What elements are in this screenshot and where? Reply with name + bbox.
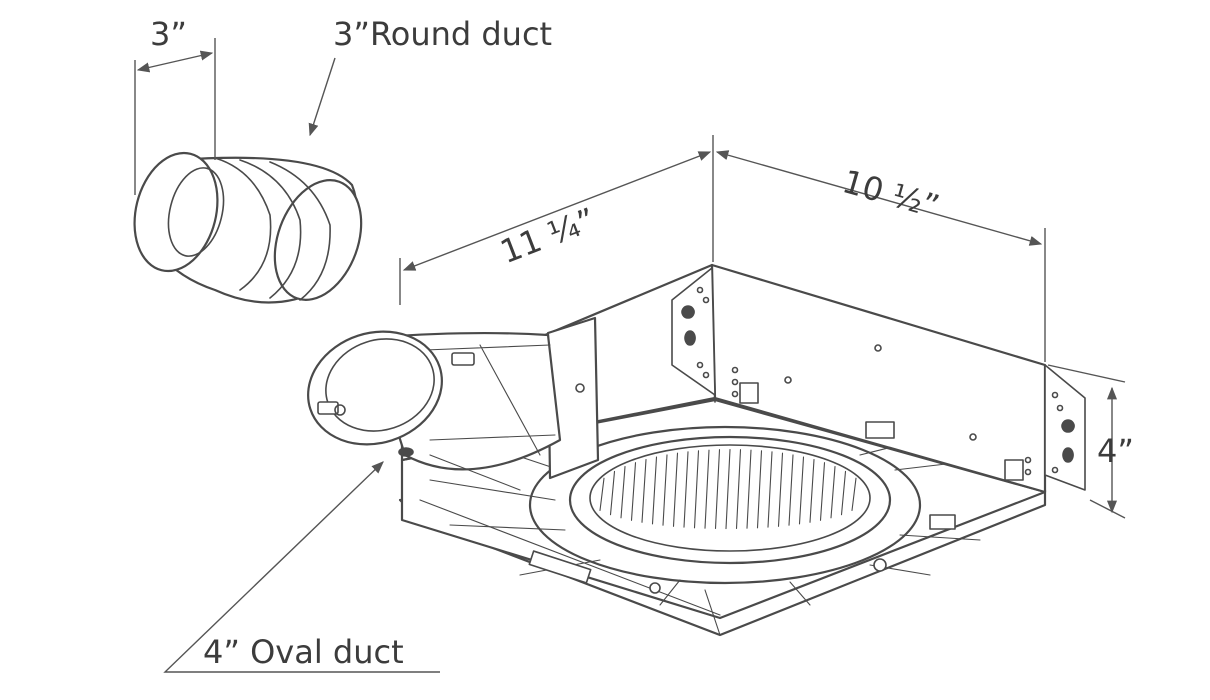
grille-louver xyxy=(599,477,605,512)
grille-louver xyxy=(662,454,668,526)
grille-louver xyxy=(672,452,679,527)
length-label: 11 ¼” xyxy=(495,200,601,271)
grille-louver xyxy=(851,477,857,512)
round-width-label: 3” xyxy=(150,15,187,53)
dimensions xyxy=(134,38,1126,673)
grille-louver xyxy=(704,449,710,529)
grille-louver xyxy=(725,448,731,530)
grille-louver xyxy=(641,459,647,523)
grille-louver xyxy=(620,466,626,519)
grille-louver xyxy=(830,466,836,519)
grille-louver xyxy=(714,449,721,530)
grille-louver xyxy=(809,459,815,523)
round-duct-label: 3”Round duct xyxy=(333,15,552,53)
grille-louver xyxy=(756,450,763,529)
height-label: 4” xyxy=(1097,432,1134,470)
grille-louver xyxy=(788,454,794,526)
grille-louver xyxy=(798,456,805,525)
oval-duct-collar xyxy=(307,316,600,491)
grille-louver xyxy=(683,451,689,528)
grille-louver xyxy=(767,451,773,528)
round-duct xyxy=(133,151,363,304)
grille-louver xyxy=(693,450,700,529)
grille-louver xyxy=(651,456,658,525)
grille-louver xyxy=(609,470,616,516)
grille-louver xyxy=(746,449,752,529)
grille-louver xyxy=(735,449,742,530)
oval-duct-label: 4” Oval duct xyxy=(203,633,404,671)
grille-louver xyxy=(819,462,826,521)
grille-louver xyxy=(777,452,784,527)
grille-louver xyxy=(630,462,637,521)
grille xyxy=(429,425,981,606)
grille-louver xyxy=(840,470,847,516)
width-label: 10 ½” xyxy=(838,162,943,226)
